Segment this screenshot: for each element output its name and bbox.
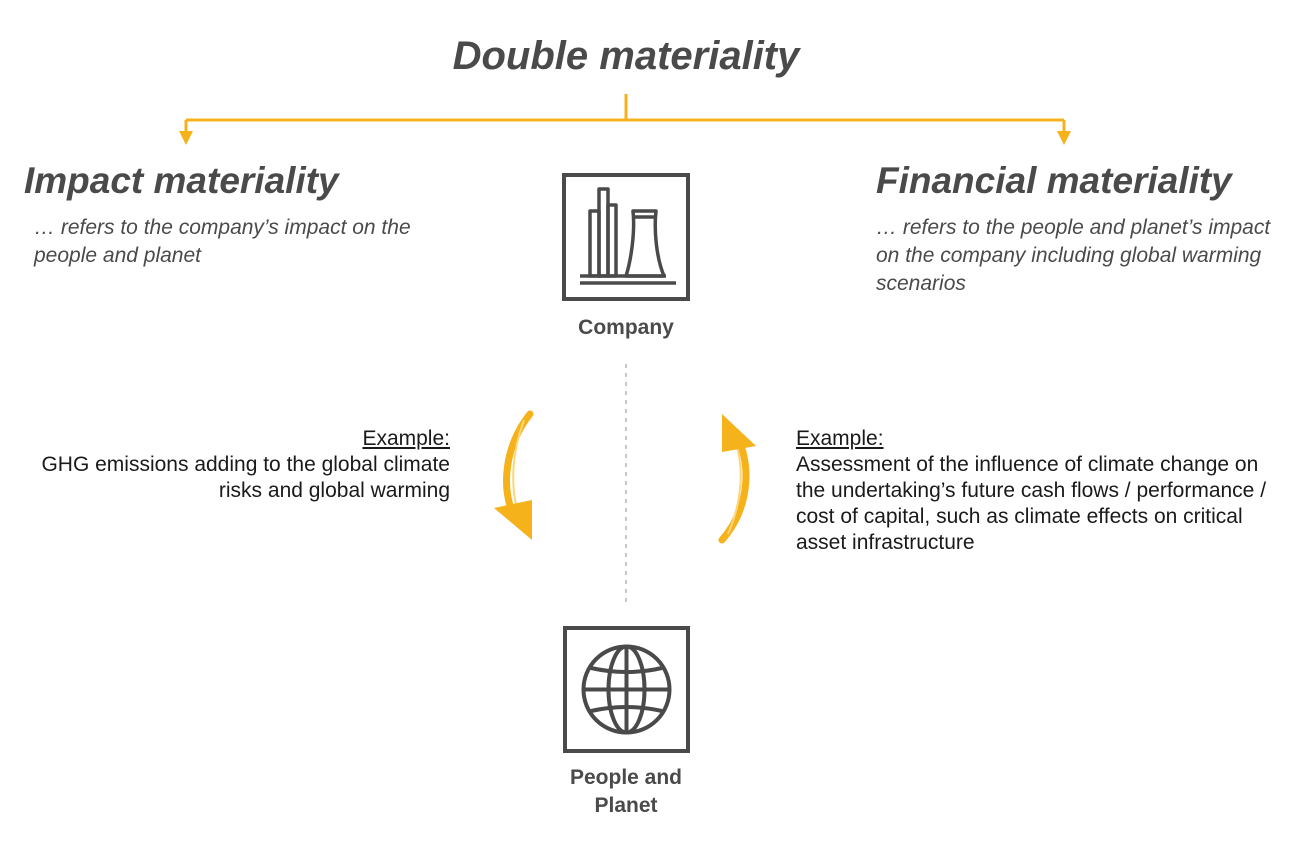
curved-arrow-down-icon	[494, 410, 534, 540]
factory-icon	[580, 187, 676, 285]
financial-example-heading: Example:	[796, 427, 884, 450]
financial-example: Example: Assessment of the influence of …	[796, 426, 1276, 556]
impact-example-text: GHG emissions adding to the global clima…	[41, 453, 450, 502]
impact-materiality-description: … refers to the company’s impact on the …	[34, 216, 411, 267]
impact-materiality-title: Impact materiality	[24, 160, 339, 201]
people-and-planet-node	[563, 626, 690, 753]
globe-icon	[581, 644, 672, 735]
impact-example: Example: GHG emissions adding to the glo…	[40, 426, 450, 504]
company-label: Company	[578, 316, 674, 339]
financial-materiality-title: Financial materiality	[876, 160, 1232, 201]
people-and-planet-label: People and Planet	[569, 766, 683, 817]
financial-example-text: Assessment of the influence of climate c…	[796, 453, 1267, 554]
curved-arrow-up-icon	[718, 414, 756, 544]
page-title: Double materiality	[452, 34, 800, 78]
bracket-left-arrowhead	[179, 131, 193, 145]
company-node	[562, 173, 690, 301]
financial-materiality-description: … refers to the people and planet’s impa…	[876, 216, 1271, 295]
bracket-right-arrowhead	[1057, 131, 1071, 145]
impact-example-heading: Example:	[362, 427, 450, 450]
